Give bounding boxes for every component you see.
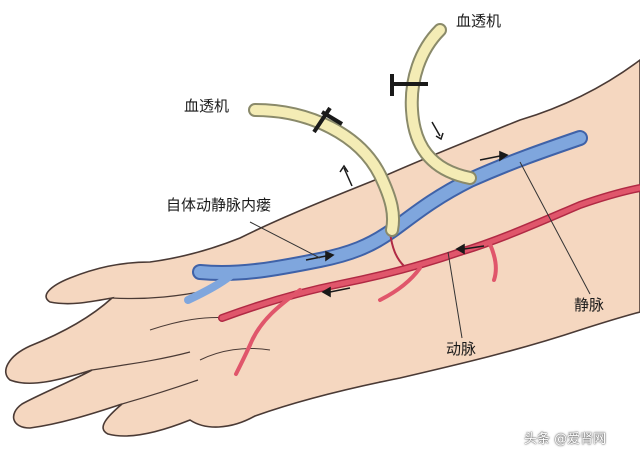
palm-crease [91,351,191,371]
palm-crease [121,379,199,405]
artery-branch [378,266,422,302]
leader-line-artery [447,251,463,339]
arrow-right-icon [455,243,485,255]
arrow-right-icon [479,150,509,162]
arrow-right-icon [321,286,351,298]
leader-line-vein [519,161,591,295]
tube-right-fill [406,25,475,183]
avf-label: 自体动静脉内瘘 [166,196,272,214]
tube-left-fill [250,105,399,235]
dialyzer-right-label: 血透机 [456,12,502,30]
dialyzer-left-label: 血透机 [184,97,230,115]
arrow-right-icon [431,121,444,141]
palm-crease [199,347,271,361]
vein-label: 静脉 [574,296,605,314]
arrow-right-icon [305,250,335,262]
artery-label: 动脉 [446,340,477,358]
clamp-icon [390,74,428,96]
watermark: 头条 @爱肾网 [524,432,607,447]
artery-branch [234,288,302,376]
arrow-right-icon [339,164,353,187]
artery-branch [488,242,498,282]
clamp-icon [312,106,344,134]
arm-skin [5,59,640,437]
vein-branch [184,272,234,304]
leader-line-avf [249,221,321,259]
